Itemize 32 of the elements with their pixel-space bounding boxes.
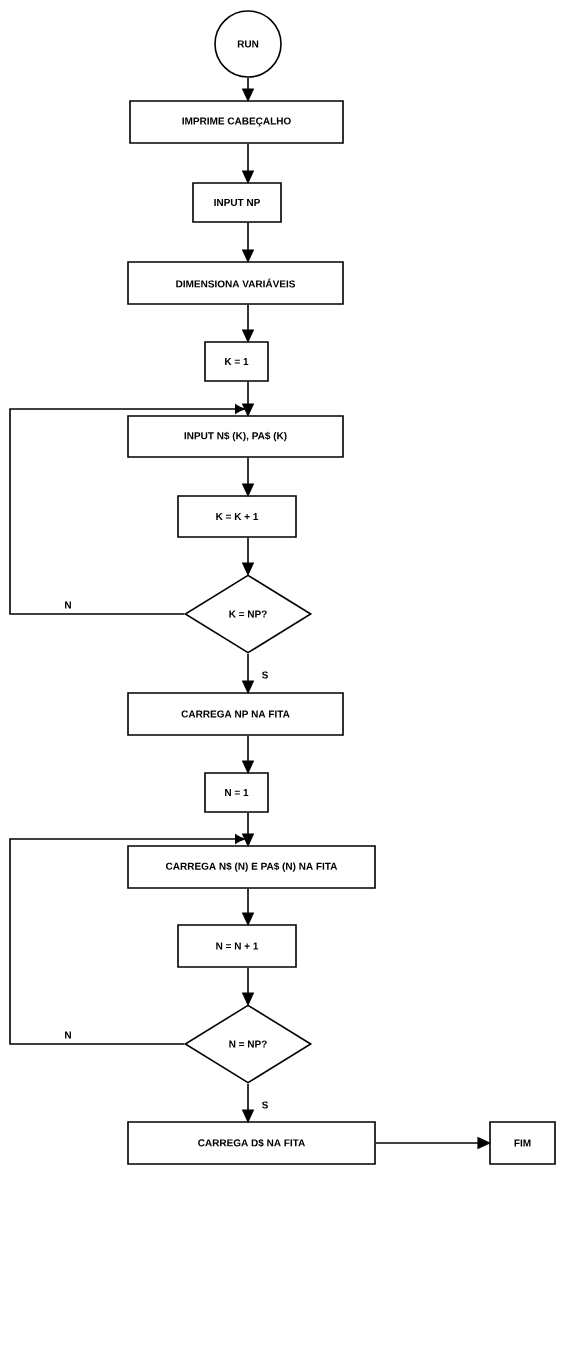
process-box: INPUT N$ (K), PA$ (K)	[127, 415, 344, 458]
arrow	[241, 967, 255, 1007]
arrow	[241, 143, 255, 185]
arrow	[241, 304, 255, 344]
process-box: CARREGA NP NA FITA	[127, 692, 344, 736]
process-box: CARREGA N$ (N) E PA$ (N) NA FITA	[127, 845, 376, 889]
arrow	[241, 888, 255, 927]
process-box: CARREGA D$ NA FITA	[127, 1121, 376, 1165]
process-box: IMPRIME CABEÇALHO	[129, 100, 344, 144]
arrow	[241, 1083, 255, 1124]
process-box: N = 1	[204, 772, 269, 813]
arrow	[241, 222, 255, 264]
arrow	[241, 457, 255, 498]
process-box: DIMENSIONA VARIÁVEIS	[127, 261, 344, 305]
arrow	[241, 735, 255, 775]
process-box: K = K + 1	[177, 495, 297, 538]
arrow	[9, 404, 246, 615]
edge-label: N	[63, 1030, 73, 1040]
process-box: K = 1	[204, 341, 269, 382]
arrow	[375, 1136, 492, 1150]
process-box: N = N + 1	[177, 924, 297, 968]
process-box: INPUT NP	[192, 182, 282, 223]
process-box: FIM	[489, 1121, 556, 1165]
edge-label: S	[260, 670, 270, 680]
edge-label: N	[63, 600, 73, 610]
arrow	[9, 834, 246, 1045]
arrow	[241, 537, 255, 577]
arrow	[241, 381, 255, 418]
arrow	[241, 77, 255, 103]
arrow	[241, 812, 255, 848]
arrow	[241, 653, 255, 695]
edge-label: S	[260, 1100, 270, 1110]
